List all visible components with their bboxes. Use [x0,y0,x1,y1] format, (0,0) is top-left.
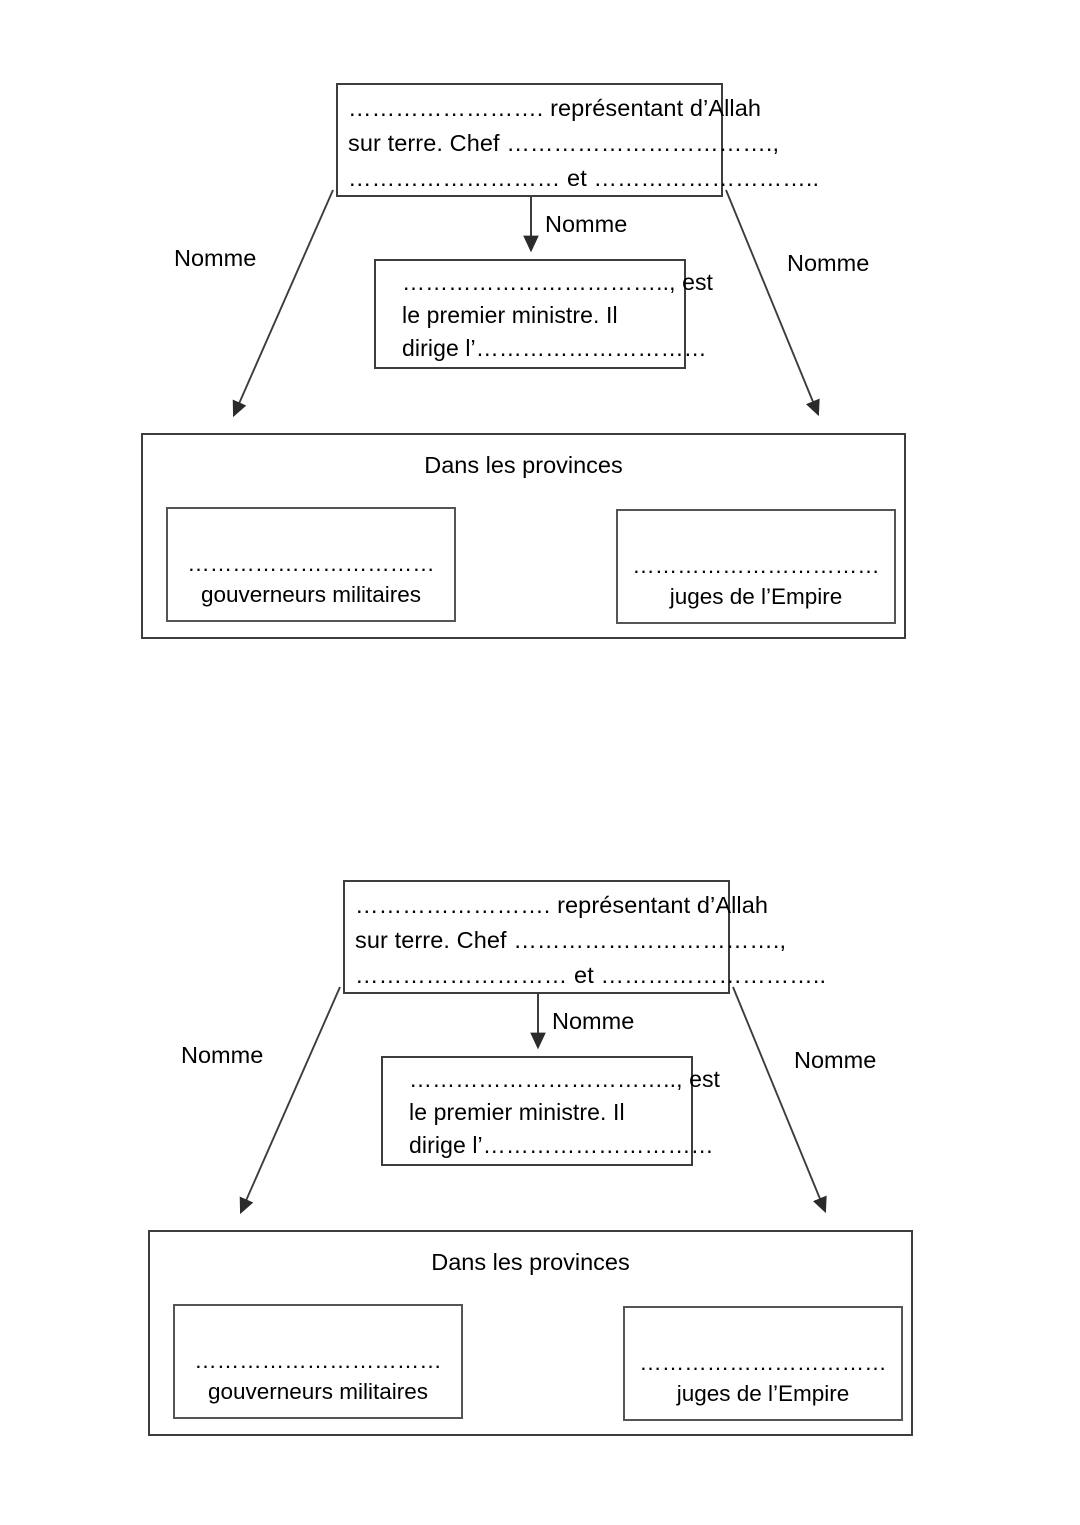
judges-box: …………………………… juges de l’Empire [623,1306,903,1421]
arrow-label-left: Nomme [174,245,257,271]
governors-label: gouverneurs militaires [200,582,422,607]
caliph-line-2: sur terre. Chef ……………………………., [348,130,780,156]
vizir-line-1: …………………………….., est [402,269,714,295]
vizir-box: …………………………….., est le premier ministre. … [381,1056,721,1166]
provinces-title: Dans les provinces [424,452,623,478]
governors-dots: …………………………… [194,1348,442,1373]
vizir-line-1: …………………………….., est [409,1066,721,1092]
vizir-line-3: dirige l’………………………… [409,1132,714,1158]
governors-content: …………………………… gouverneurs militaires [168,548,454,610]
governors-content: …………………………… gouverneurs militaires [175,1345,461,1407]
provinces-container: Dans les provinces …………………………… gouverneu… [148,1230,913,1436]
provinces-title: Dans les provinces [431,1249,630,1275]
connector-arrows-2 [239,986,827,1215]
judges-label: juges de l’Empire [669,584,843,609]
vizir-line-3: dirige l’………………………… [402,335,707,361]
judges-box: …………………………… juges de l’Empire [616,509,896,624]
judges-dots: …………………………… [639,1350,887,1375]
caliph-line-1: ……………………. représentant d’Allah [348,95,762,121]
judges-content: …………………………… juges de l’Empire [618,550,894,612]
organigram-diagram-1: ……………………. représentant d’Allah sur terre… [0,0,1080,639]
caliph-box: ……………………. représentant d’Allah sur terre… [336,83,820,197]
judges-dots: …………………………… [632,553,880,578]
arrow-label-middle: Nomme [552,1008,635,1034]
vizir-line-2: le premier ministre. Il [402,302,618,328]
caliph-line-3: ……………………… et ……………………….. [348,165,820,191]
governors-box: …………………………… gouverneurs militaires [166,507,456,622]
connector-arrows-1 [232,189,820,418]
provinces-container: Dans les provinces …………………………… gouverneu… [141,433,906,639]
judges-label: juges de l’Empire [676,1381,850,1406]
caliph-box: ……………………. représentant d’Allah sur terre… [343,880,827,994]
arrow-label-middle: Nomme [545,211,628,237]
arrow-label-right: Nomme [794,1047,877,1073]
organigram-diagram-2: ……………………. représentant d’Allah sur terre… [7,797,1080,1436]
caliph-line-2: sur terre. Chef ……………………………., [355,927,787,953]
caliph-line-1: ……………………. représentant d’Allah [355,892,769,918]
vizir-line-2: le premier ministre. Il [409,1099,625,1125]
governors-box: …………………………… gouverneurs militaires [173,1304,463,1419]
governors-dots: …………………………… [187,551,435,576]
caliph-line-3: ……………………… et ……………………….. [355,962,827,988]
arrow-label-left: Nomme [181,1042,264,1068]
vizir-box: …………………………….., est le premier ministre. … [374,259,714,369]
arrow-label-right: Nomme [787,250,870,276]
judges-content: …………………………… juges de l’Empire [625,1347,901,1409]
governors-label: gouverneurs militaires [207,1379,429,1404]
